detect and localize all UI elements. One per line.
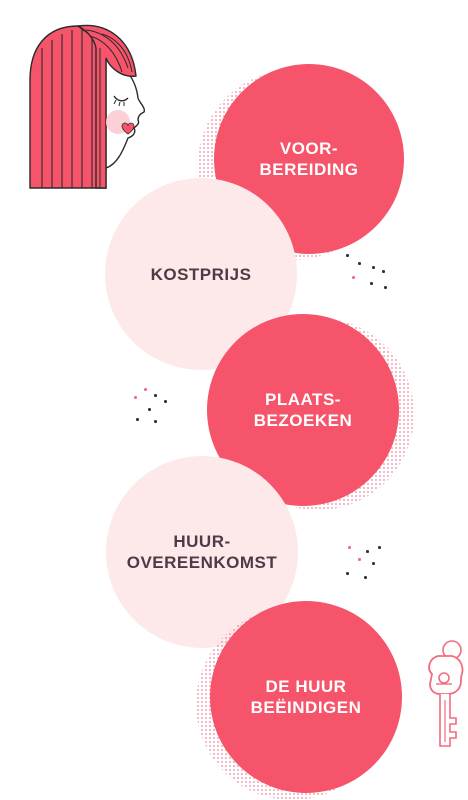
decorative-dots [342,542,392,592]
step-label-line2: BEREIDING [260,159,359,180]
step-de-huur-beeindigen[interactable]: DE HUUR BEËINDIGEN [210,601,402,793]
step-label-line2: OVEREENKOMST [127,552,278,573]
step-label-line1: KOSTPRIJS [151,264,252,285]
step-label-line1: HUUR- [127,531,278,552]
key-icon [422,638,466,750]
key-illustration [422,638,466,750]
step-label-line1: VOOR- [260,138,359,159]
step-label-line1: DE HUUR [251,676,362,697]
woman-portrait-icon [24,18,164,198]
step-label-line1: PLAATS- [254,389,352,410]
woman-portrait-illustration [24,18,164,198]
step-label-line2: BEZOEKEN [254,410,352,431]
decorative-dots [342,252,392,302]
decorative-dots [130,386,180,436]
step-label-line2: BEËINDIGEN [251,697,362,718]
